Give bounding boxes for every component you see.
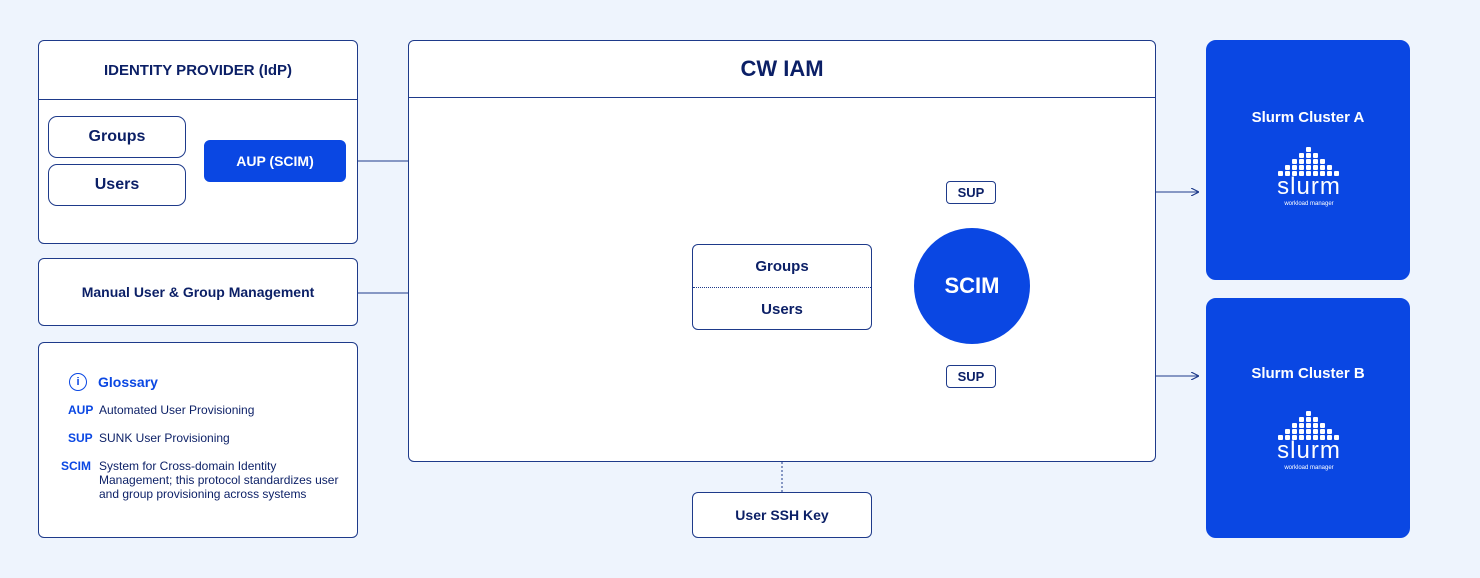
slurm-logo-sub: workload manager [1284,201,1334,207]
cluster-b-title: Slurm Cluster B [1251,364,1365,382]
slurm-logo-icon: slurm workload manager [1269,409,1349,479]
glossary-abbr-scim: SCIM [61,459,91,473]
aup-scim-box: AUP (SCIM) [204,140,346,182]
glossary-title: Glossary [98,374,158,390]
cluster-a-title: Slurm Cluster A [1251,108,1365,126]
iam-users-label: Users [761,301,803,318]
slurm-logo-icon: slurm workload manager [1269,145,1349,215]
glossary-text-sup: SUNK User Provisioning [99,431,230,445]
glossary-text-aup: Automated User Provisioning [99,403,255,417]
cw-iam-title: CW IAM [409,41,1155,98]
sup-top-box: SUP [946,181,996,204]
info-icon: i [69,373,87,391]
iam-groups-users-box: Groups Users [692,244,872,330]
slurm-cluster-a: Slurm Cluster A slurm workload manager [1206,40,1410,280]
slurm-cluster-b: Slurm Cluster B slurm workload manager [1206,298,1410,538]
slurm-logo-sub: workload manager [1284,465,1334,471]
idp-title: IDENTITY PROVIDER (IdP) [39,41,357,100]
glossary-text-scim: System for Cross-domain Identity Managem… [99,459,339,501]
scim-node: SCIM [914,228,1030,344]
glossary-abbr-aup: AUP [68,403,94,417]
divider [693,287,871,288]
idp-groups-box: Groups [48,116,186,158]
user-ssh-key-box: User SSH Key [692,492,872,538]
sup-bottom-box: SUP [946,365,996,388]
iam-groups-label: Groups [755,258,809,275]
glossary-abbr-sup: SUP [68,431,93,445]
slurm-logo-word: slurm [1277,173,1341,200]
slurm-logo-word: slurm [1277,437,1341,464]
idp-users-box: Users [48,164,186,206]
glossary-panel: i Glossary AUP Automated User Provisioni… [38,342,358,538]
manual-management-box: Manual User & Group Management [38,258,358,326]
